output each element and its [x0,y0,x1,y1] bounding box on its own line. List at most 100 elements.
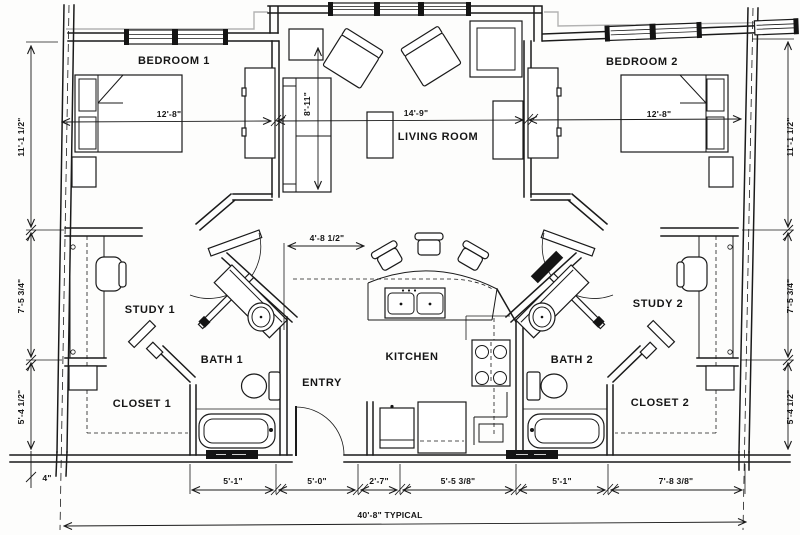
room-label-closet2: CLOSET 2 [631,397,690,409]
study2-cabinet [705,365,735,391]
room-label-entry: ENTRY [302,377,342,389]
kitchen-base-cabinet [478,423,504,443]
room-label-closet1: CLOSET 1 [113,398,172,410]
outlet-symbol [70,349,76,355]
closet1-rod-line [86,236,188,434]
outlet-symbol [727,349,733,355]
doors [127,229,676,456]
sofa [282,77,332,193]
dim-right-upper: 11'-1 1/2" [785,117,795,156]
dim-right-lower: 5'-4 1/2" [785,390,795,425]
dim-bottom-3: 2'-7" [369,476,389,486]
dim-left-lower: 5'-4 1/2" [16,390,26,425]
right-wall-centerline [742,7,754,531]
living-room-furniture [282,20,524,193]
room-label-bedroom2: BEDROOM 2 [606,56,678,68]
left-wall-centerline [59,4,70,531]
bar-stool [370,240,403,271]
study2-builtins [676,235,735,391]
closet2-door-wall [606,344,647,384]
dim-bottom-4: 5'-5 3/8" [441,476,476,486]
bedroom2-window [604,21,702,42]
outlet-symbol [70,244,76,250]
kitchen-cabinet-corner [473,392,508,445]
bath1-right-wall [279,316,288,456]
room-label-study1: STUDY 1 [125,304,175,316]
dim-left-middle: 7'-5 3/4" [16,279,26,314]
washer [379,404,415,449]
room-label-bath2: BATH 2 [551,354,594,366]
study2-chair [676,256,708,292]
bedroom1-window [124,29,228,45]
counter-edge [367,283,498,321]
dim-bottom-1: 5'-1" [223,476,243,486]
dim-bottom-5: 5'-1" [552,476,572,486]
bedroom1-diagonal-wall [194,192,273,232]
bedroom2-top-wall [541,18,799,42]
dimension-lines [25,42,794,526]
dresser-2 [527,67,562,159]
bath2-left-wall [515,316,524,456]
stove [465,315,511,387]
dim-left-upper: 11'-1 1/2" [16,117,26,156]
room-label-bedroom1: BEDROOM 1 [138,55,210,67]
bed-1 [74,74,183,153]
study1-builtins [68,235,127,391]
entry-door [295,406,345,456]
wall-tags [206,450,558,459]
armchair-right [400,26,462,87]
wall-tag-left [206,450,258,459]
dim-bottom-2: 5'-0" [307,476,327,486]
dim-bedroom1-width: 12'-8" [157,109,182,119]
room-label-bath1: BATH 1 [201,354,244,366]
sink-1 [247,302,275,332]
dim-overall-width: 40'-8" TYPICAL [357,510,422,520]
toilet-2 [526,371,568,401]
sink-2 [528,302,556,332]
dim-bedroom2-width: 12'-8" [647,109,672,119]
refrigerator [417,401,467,454]
bath2-fixtures [515,264,605,449]
kitchen-fixtures [367,232,511,454]
study2-desk [698,235,734,359]
kitchen-left-wall [366,401,374,456]
closet1-door-wall [156,344,197,384]
dim-right-middle: 7'-5 3/4" [785,279,795,314]
dim-wall-thickness: 4" [42,473,51,483]
bedroom1-furniture [71,67,276,188]
bedroom2-diagonal-wall [530,192,609,232]
dim-bottom-6: 7'-8 3/8" [659,476,694,486]
study1-desk [69,235,105,359]
bed-2 [620,74,729,153]
dim-living-width: 14'-9" [404,108,429,118]
exterior-walls [9,2,799,531]
room-label-living: LIVING ROOM [398,131,479,143]
nightstand-1 [71,156,97,188]
bottom-wall [9,454,791,463]
study1-chair [95,256,127,292]
dimension-labels: 12'-8" 14'-9" 12'-8" 8'-11" 4'-8 1/2" 11… [16,92,795,520]
kitchen-bath2-wall [495,287,518,324]
living-room-bay-window [328,2,471,16]
room-labels: BEDROOM 1 BEDROOM 2 LIVING ROOM STUDY 1 … [113,55,690,410]
dimension-ticks [25,113,794,496]
toilet-1 [240,371,281,401]
neighbor-window [753,18,799,36]
room-label-study2: STUDY 2 [633,298,683,310]
bath2-right-wall [606,384,614,456]
dresser-1 [241,67,276,159]
extension-lines [26,38,794,494]
breakfast-bar-curve [367,270,498,290]
nightstand-2 [708,156,734,188]
side-table [492,100,524,160]
bedroom2-furniture [527,67,734,188]
armchair-left [322,28,384,89]
coffee-table [366,111,394,159]
dashed-millwork [86,236,717,437]
bar-stool [457,240,490,271]
corner-chair [469,20,523,78]
tub-2 [527,413,605,449]
bath1-fixtures [198,264,288,449]
